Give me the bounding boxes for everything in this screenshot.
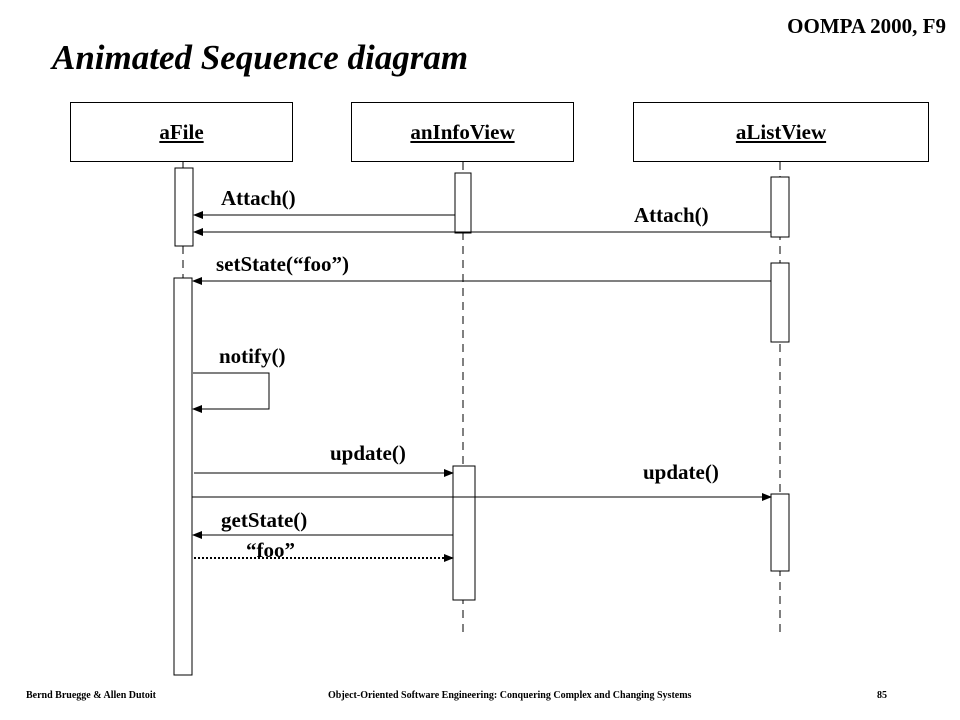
activation-afile-2: [173, 277, 193, 676]
activation-alistview-1: [770, 176, 790, 238]
footer-authors: Bernd Bruegge & Allen Dutoit: [26, 690, 156, 701]
activation-afile-1: [174, 167, 194, 247]
message-label-getstate: getState(): [221, 508, 308, 532]
activation-alistview-3: [770, 493, 790, 572]
message-label-update-listview: update(): [643, 460, 719, 484]
activation-alistview-2: [770, 262, 790, 343]
course-label: OOMPA 2000, F9: [787, 14, 946, 38]
message-label-update-infoview: update(): [330, 441, 406, 465]
message-label-foo: “foo”: [246, 538, 295, 562]
object-afile: aFile: [70, 102, 293, 162]
message-label-notify: notify(): [219, 344, 286, 368]
object-aninfoview: anInfoView: [351, 102, 574, 162]
activation-aninfoview-2: [452, 465, 476, 601]
message-label-setstate: setState(“foo”): [216, 252, 349, 276]
message-label-attach-infoview: Attach(): [221, 186, 296, 210]
arrow-notify: [192, 372, 270, 413]
footer-page-number: 85: [877, 690, 887, 701]
slide-title: Animated Sequence diagram: [52, 38, 469, 77]
object-alistview: aListView: [633, 102, 929, 162]
message-label-attach-listview: Attach(): [634, 203, 709, 227]
footer-book: Object-Oriented Software Engineering: Co…: [328, 690, 692, 701]
activation-aninfoview-1: [454, 172, 472, 234]
